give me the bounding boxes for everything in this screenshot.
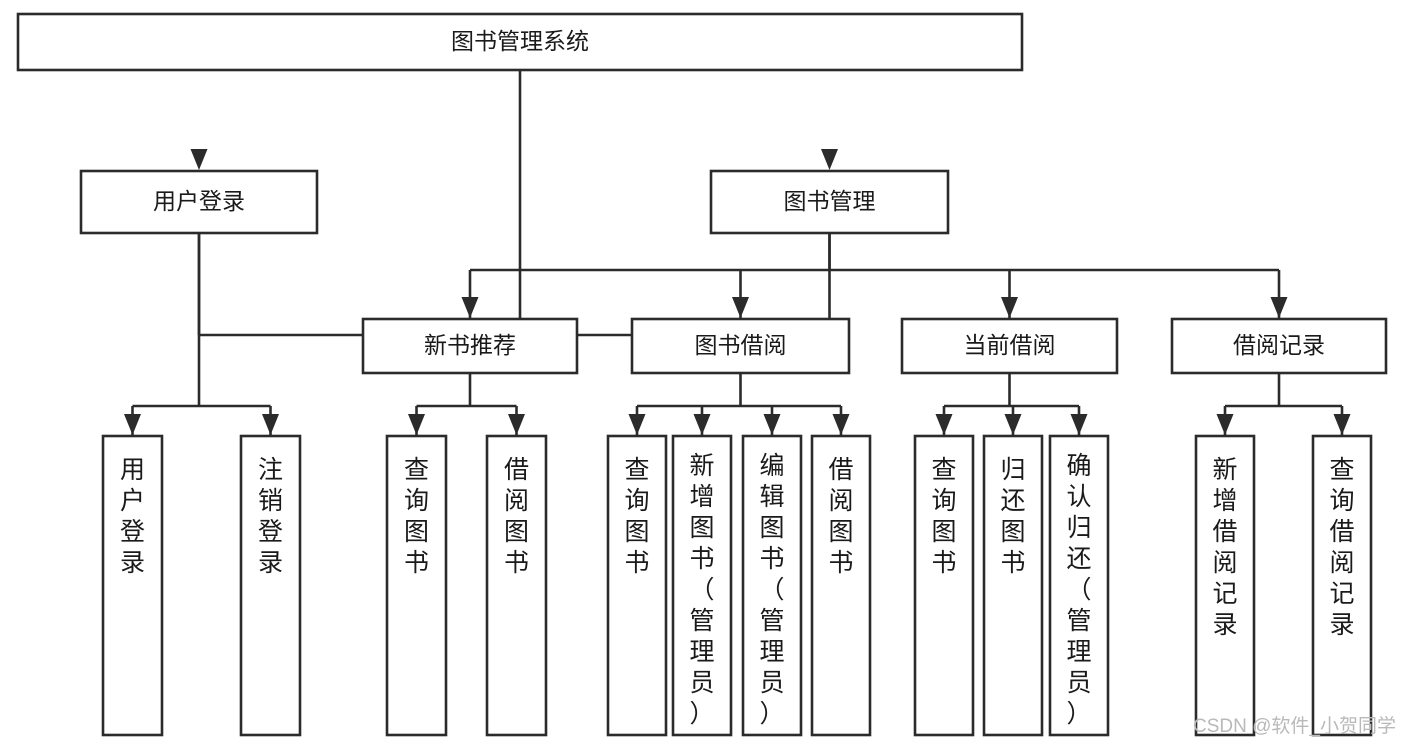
- arrow-head-icon: [1001, 297, 1018, 318]
- arrow-head-icon: [408, 414, 425, 435]
- arrow-head-icon: [763, 414, 781, 435]
- node-leaf-user-login[interactable]: 用户登录: [101, 434, 164, 737]
- arrow-head-icon: [461, 297, 479, 318]
- node-box[interactable]: [741, 434, 803, 737]
- node-leaf-add-borrow-record[interactable]: 新增借阅记录: [1194, 434, 1256, 737]
- node-label: 图书借阅: [695, 332, 787, 358]
- node-root[interactable]: 图书管理系统: [16, 12, 1024, 72]
- node-label: 新书推荐: [424, 332, 516, 358]
- arrow-head-icon: [124, 414, 141, 435]
- node-book-manage[interactable]: 图书管理: [709, 169, 950, 235]
- node-label: 注销登录: [258, 456, 283, 577]
- node-label: 归还图书: [1000, 456, 1025, 577]
- node-label: 查询图书: [931, 456, 956, 577]
- node-label: 查询图书: [624, 456, 649, 577]
- node-box[interactable]: [1311, 434, 1373, 737]
- node-box[interactable]: [982, 434, 1044, 737]
- node-label: 确认归还（管理员）: [1066, 452, 1091, 728]
- node-box[interactable]: [810, 434, 872, 737]
- node-user-login[interactable]: 用户登录: [79, 169, 319, 235]
- node-label: 编辑图书（管理员）: [759, 452, 784, 728]
- node-leaf-borrow-book[interactable]: 借阅图书: [810, 434, 872, 737]
- arrow-head-icon: [508, 414, 525, 435]
- arrow-head-icon: [821, 149, 838, 170]
- node-book-borrow[interactable]: 图书借阅: [630, 317, 851, 375]
- node-leaf-edit-book[interactable]: 编辑图书（管理员）: [741, 434, 803, 737]
- connectors-layer: [124, 70, 1351, 435]
- node-label: 图书管理系统: [451, 28, 589, 54]
- node-box[interactable]: [606, 434, 668, 737]
- node-box[interactable]: [16, 12, 1024, 72]
- node-leaf-confirm-return[interactable]: 确认归还（管理员）: [1048, 434, 1110, 737]
- node-label: 查询借阅记录: [1329, 456, 1354, 639]
- node-box[interactable]: [671, 434, 733, 737]
- arrow-head-icon: [190, 149, 208, 170]
- node-box[interactable]: [1194, 434, 1256, 737]
- arrow-head-icon: [1070, 414, 1088, 435]
- arrow-head-icon: [832, 414, 850, 435]
- node-box[interactable]: [1048, 434, 1110, 737]
- node-box[interactable]: [900, 317, 1119, 375]
- node-box[interactable]: [385, 434, 448, 737]
- node-box[interactable]: [101, 434, 164, 737]
- arrow-head-icon: [1004, 414, 1022, 435]
- node-leaf-borrow-book-recommend[interactable]: 借阅图书: [485, 434, 548, 737]
- node-leaf-return-book[interactable]: 归还图书: [982, 434, 1044, 737]
- node-leaf-add-book[interactable]: 新增图书（管理员）: [671, 434, 733, 737]
- node-label: 借阅记录: [1233, 332, 1325, 358]
- node-box[interactable]: [913, 434, 975, 737]
- node-label: 用户登录: [120, 456, 145, 577]
- node-leaf-query-book-borrow[interactable]: 查询图书: [606, 434, 668, 737]
- node-box[interactable]: [361, 317, 579, 375]
- node-box[interactable]: [630, 317, 851, 375]
- node-new-book-recommend[interactable]: 新书推荐: [361, 317, 579, 375]
- node-label: 当前借阅: [964, 332, 1056, 358]
- node-label: 新增图书（管理员）: [689, 452, 714, 728]
- arrow-head-icon: [693, 414, 711, 435]
- node-leaf-query-book-current[interactable]: 查询图书: [913, 434, 975, 737]
- arrow-head-icon: [732, 297, 749, 318]
- node-label: 借阅图书: [828, 456, 853, 577]
- node-label: 图书管理: [784, 188, 876, 214]
- nodes-layer: 图书管理系统用户登录图书管理新书推荐图书借阅当前借阅借阅记录用户登录注销登录查询…: [16, 12, 1388, 737]
- node-leaf-query-borrow-record[interactable]: 查询借阅记录: [1311, 434, 1373, 737]
- node-box[interactable]: [1170, 317, 1388, 375]
- arrow-head-icon: [935, 414, 953, 435]
- node-borrow-record[interactable]: 借阅记录: [1170, 317, 1388, 375]
- node-current-borrow[interactable]: 当前借阅: [900, 317, 1119, 375]
- node-box[interactable]: [239, 434, 302, 737]
- arrow-head-icon: [628, 414, 646, 435]
- node-box[interactable]: [709, 169, 950, 235]
- arrow-head-icon: [1333, 414, 1351, 435]
- node-label: 借阅图书: [504, 456, 529, 577]
- node-leaf-query-book-recommend[interactable]: 查询图书: [385, 434, 448, 737]
- node-box[interactable]: [79, 169, 319, 235]
- node-label: 新增借阅记录: [1212, 456, 1237, 639]
- node-label: 用户登录: [153, 188, 245, 214]
- node-box[interactable]: [485, 434, 548, 737]
- node-label: 查询图书: [404, 456, 429, 577]
- csdn-watermark: CSDN @软件_小贺同学: [1193, 715, 1396, 737]
- node-leaf-logout-login[interactable]: 注销登录: [239, 434, 302, 737]
- arrow-head-icon: [1216, 414, 1234, 435]
- arrow-head-icon: [1270, 297, 1288, 318]
- arrow-head-icon: [262, 414, 279, 435]
